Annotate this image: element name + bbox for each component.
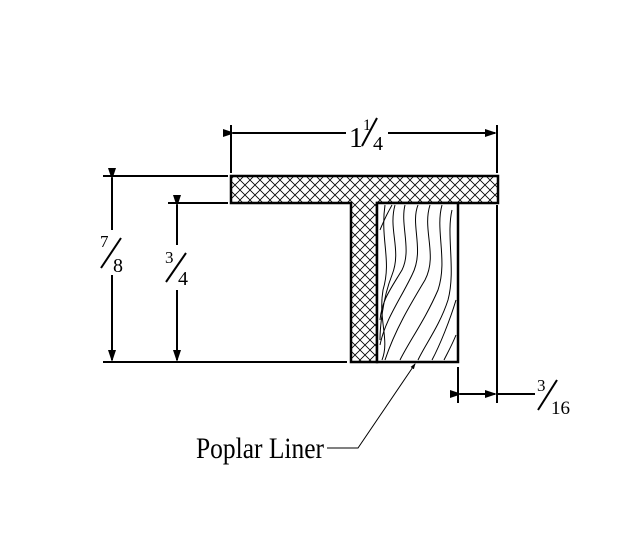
poplar-liner-label: Poplar Liner — [196, 432, 324, 465]
poplar-liner-block — [375, 201, 460, 364]
reveal-numerator: 3 — [537, 376, 546, 395]
overall-height-numerator: 7 — [100, 232, 109, 251]
width-numerator: 1 — [363, 117, 371, 134]
wood-grain — [379, 204, 457, 361]
inner-height-denominator: 4 — [178, 268, 188, 290]
reveal-dimension: 3 16 — [450, 205, 570, 419]
reveal-denominator: 16 — [551, 398, 570, 419]
width-dimension: 1 1 4 — [223, 117, 498, 173]
overall-height-denominator: 8 — [113, 255, 123, 277]
poplar-liner-callout: Poplar Liner — [196, 363, 416, 465]
inner-height-dimension: 3 4 — [165, 195, 188, 362]
width-denominator: 4 — [373, 133, 383, 155]
width-whole: 1 — [349, 123, 363, 154]
inner-height-numerator: 3 — [165, 248, 174, 267]
overall-height-dimension: 7 8 — [100, 168, 123, 362]
